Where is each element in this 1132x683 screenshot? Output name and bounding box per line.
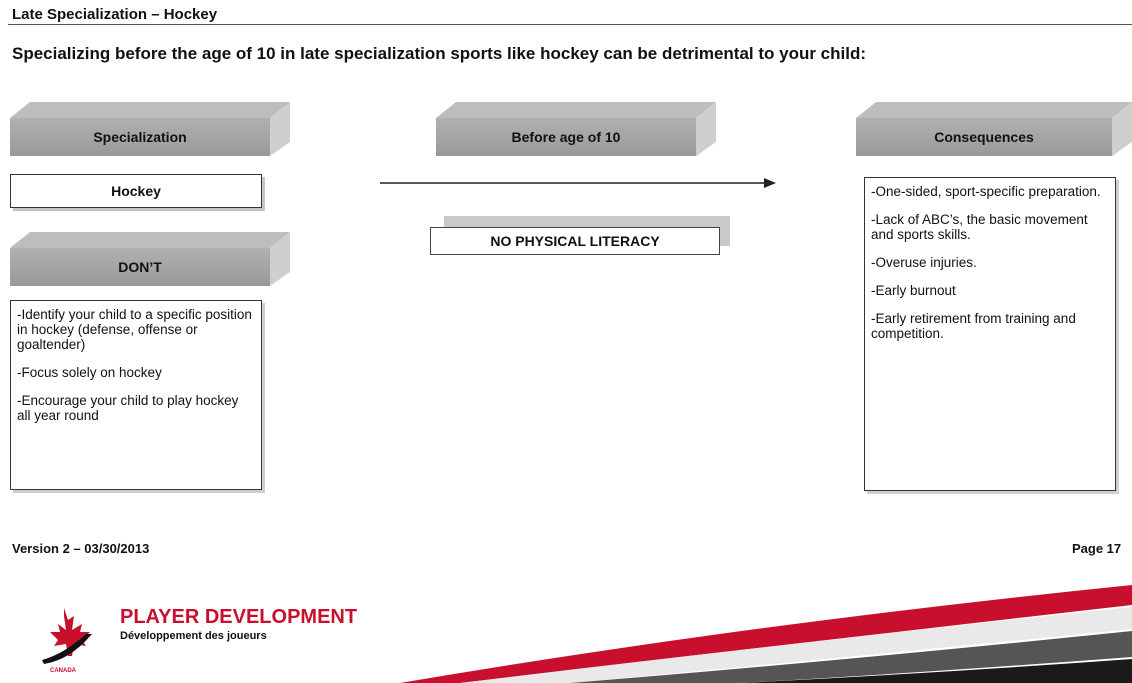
box-3d-shape (856, 102, 1132, 156)
decorative-swoosh (400, 585, 1132, 683)
page-number: Page 17 (1072, 541, 1122, 556)
specialization-header-box: Specialization (10, 100, 290, 156)
dont-item: -Identify your child to a specific posit… (17, 307, 252, 352)
box-3d-shape (10, 102, 290, 156)
page-subtitle: Specializing before the age of 10 in lat… (12, 44, 867, 63)
dont-item: -Focus solely on hockey (17, 365, 162, 380)
box-3d-shape (10, 232, 290, 286)
hockey-canada-logo-icon: CANADA (42, 608, 92, 674)
box-3d-shape (436, 102, 716, 156)
specialization-label: Specialization (10, 118, 270, 156)
before-age-header-box: Before age of 10 (436, 100, 716, 156)
page-title: Late Specialization – Hockey (12, 6, 218, 23)
logo-text: CANADA (50, 668, 77, 674)
dont-label: DON’T (10, 248, 270, 286)
dont-header-box: DON’T (10, 230, 290, 286)
version-label: Version 2 – 03/30/2013 (12, 541, 150, 556)
consequence-item: -One-sided, sport-specific preparation. (871, 184, 1101, 199)
consequence-item: -Overuse injuries. (871, 255, 977, 270)
header-rule (8, 24, 1132, 25)
no-physical-literacy-box: NO PHYSICAL LITERACY (430, 227, 720, 255)
consequences-label: Consequences (856, 118, 1112, 156)
consequences-list-box: -One-sided, sport-specific preparation. … (864, 177, 1116, 491)
brand-french: Développement des joueurs (120, 630, 267, 642)
consequences-header-box: Consequences (856, 100, 1132, 156)
consequence-item: -Early burnout (871, 283, 956, 298)
hockey-box: Hockey (10, 174, 262, 208)
brand-english: PLAYER DEVELOPMENT (120, 606, 358, 628)
consequence-item: -Early retirement from training and comp… (871, 311, 1076, 341)
before-age-label: Before age of 10 (436, 118, 696, 156)
no-physical-literacy-label: NO PHYSICAL LITERACY (490, 233, 660, 249)
dont-list-box: -Identify your child to a specific posit… (10, 300, 262, 490)
consequence-item: -Lack of ABC’s, the basic movement and s… (871, 212, 1088, 242)
hockey-label: Hockey (111, 183, 161, 199)
dont-item: -Encourage your child to play hockey all… (17, 393, 239, 423)
flow-arrow (380, 178, 776, 188)
